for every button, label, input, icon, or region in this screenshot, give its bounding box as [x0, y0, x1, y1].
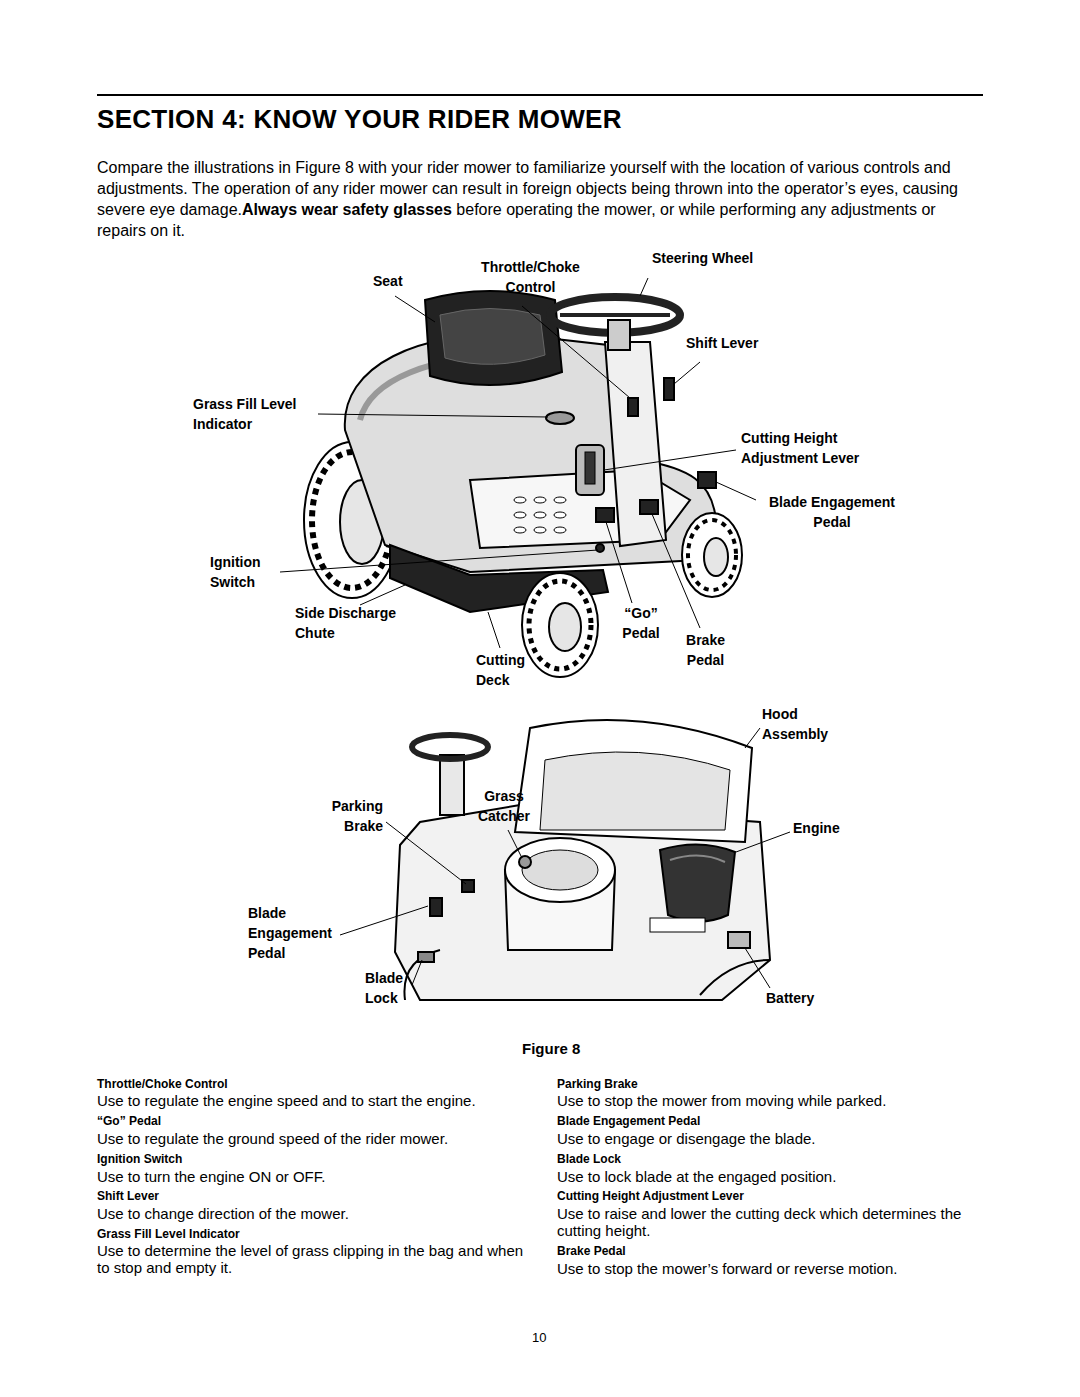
intro-paragraph: Compare the illustrations in Figure 8 wi… — [97, 157, 987, 241]
callout-label: Ignition Switch — [210, 552, 290, 592]
control-description: Use to stop the mower from moving while … — [557, 1092, 997, 1109]
callout-label: Steering Wheel — [652, 248, 753, 268]
control-heading: Grass Fill Level Indicator — [97, 1227, 240, 1242]
control-heading: Cutting Height Adjustment Lever — [557, 1189, 744, 1204]
control-description: Use to turn the engine ON or OFF. — [97, 1168, 542, 1185]
control-heading: Blade Engagement Pedal — [557, 1114, 700, 1129]
callout-label: Grass Catcher — [468, 786, 540, 826]
callout-label: Seat — [373, 271, 403, 291]
control-heading: Ignition Switch — [97, 1152, 182, 1167]
control-description: Use to lock blade at the engaged positio… — [557, 1168, 997, 1185]
callout-label: Parking Brake — [315, 796, 383, 836]
page-number: 10 — [532, 1330, 546, 1345]
control-heading: Blade Lock — [557, 1152, 621, 1167]
control-heading: “Go” Pedal — [97, 1114, 161, 1129]
callout-label: Brake Pedal — [678, 630, 733, 670]
callout-label: Engine — [793, 818, 840, 838]
safety-warning: Always wear safety glasses — [242, 201, 452, 218]
figure-caption: Figure 8 — [522, 1040, 580, 1057]
control-description: Use to raise and lower the cutting deck … — [557, 1205, 997, 1239]
control-description: Use to engage or disengage the blade. — [557, 1130, 997, 1147]
control-description: Use to determine the level of grass clip… — [97, 1242, 537, 1276]
control-heading: Throttle/Choke Control — [97, 1077, 228, 1092]
section-title: SECTION 4: KNOW YOUR RIDER MOWER — [97, 104, 622, 135]
leader-lines — [280, 278, 790, 988]
rider-mower-rear-view — [395, 720, 770, 1000]
callout-label: Blade Lock — [365, 968, 415, 1008]
callout-label: Blade Engagement Pedal — [757, 492, 907, 532]
callout-label: Battery — [766, 988, 814, 1008]
control-heading: Shift Lever — [97, 1189, 159, 1204]
callout-label: Side Discharge Chute — [295, 603, 410, 643]
control-heading: Brake Pedal — [557, 1244, 626, 1259]
control-heading: Parking Brake — [557, 1077, 638, 1092]
callout-label: Grass Fill Level Indicator — [193, 394, 318, 434]
rule-line — [97, 94, 983, 96]
control-description: Use to regulate the engine speed and to … — [97, 1092, 542, 1109]
control-description: Use to regulate the ground speed of the … — [97, 1130, 542, 1147]
callout-label: Throttle/Choke Control — [468, 257, 593, 297]
callout-label: Blade Engagement Pedal — [248, 903, 348, 963]
control-description: Use to change direction of the mower. — [97, 1205, 542, 1222]
callout-label: Cutting Height Adjustment Lever — [741, 428, 876, 468]
callout-label: Cutting Deck — [476, 650, 546, 690]
callout-label: Shift Lever — [686, 333, 758, 353]
control-description: Use to stop the mower’s forward or rever… — [557, 1260, 997, 1277]
callout-label: Hood Assembly — [762, 704, 852, 744]
callout-label: “Go” Pedal — [616, 603, 666, 643]
